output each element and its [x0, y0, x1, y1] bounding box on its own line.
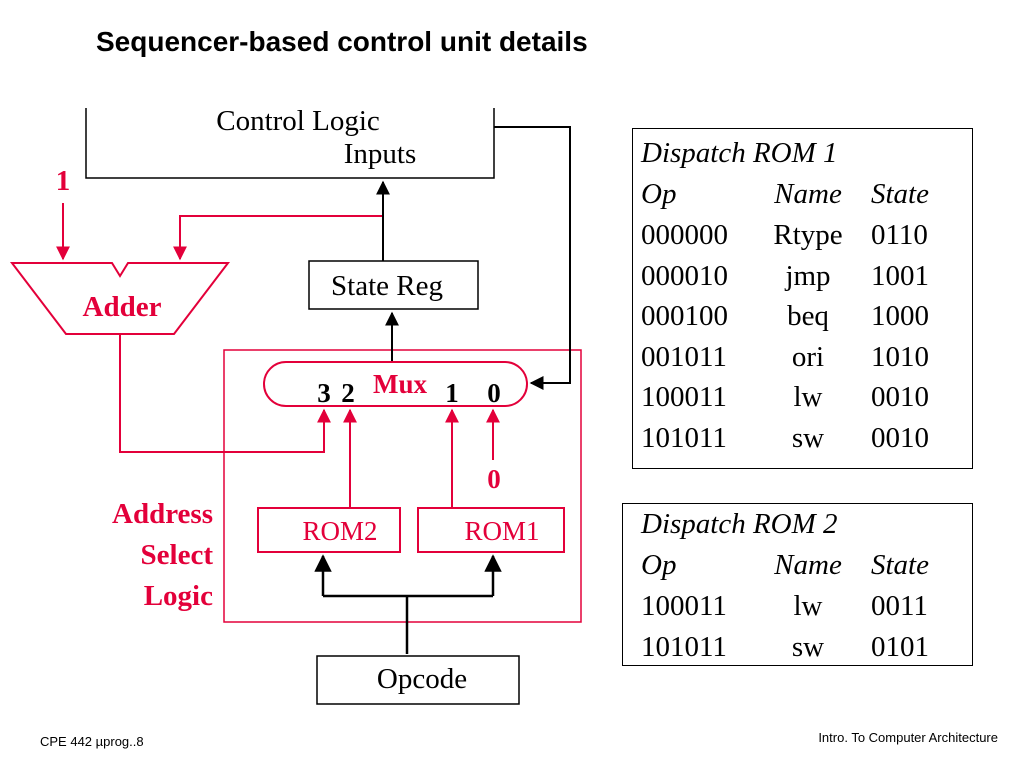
state-cell: 0011: [871, 590, 928, 622]
state-reg-box: [308, 260, 479, 310]
name-cell: sw: [791, 630, 825, 663]
state-feedback-arrow: [173, 215, 383, 261]
header-op: Op: [641, 178, 677, 210]
header-state: State: [871, 178, 929, 210]
header-op: Op: [641, 549, 677, 581]
rom2-label: ROM2: [302, 516, 377, 546]
rom1-label: ROM1: [464, 516, 539, 546]
rom1-box: [417, 507, 565, 553]
table-row: 101011 sw 0010: [641, 422, 971, 462]
address-select-logic-box: [223, 349, 582, 623]
state-cell: 1010: [871, 340, 929, 373]
state-reg-label: State Reg: [331, 270, 443, 302]
header-name: Name: [774, 178, 842, 210]
name-cell: beq: [787, 300, 829, 332]
mux-input-3-label: 3: [317, 378, 331, 408]
mux-shape: [263, 361, 528, 407]
state-cell: 0010: [871, 381, 929, 413]
dispatch-rom-2-title: Dispatch ROM 2: [641, 508, 838, 540]
op-cell: 100011: [641, 381, 727, 413]
dispatch-rom-1-header: Op Name State: [641, 178, 971, 218]
mux-input-1-label: 1: [445, 378, 459, 408]
table-row: 100011 lw 0011: [641, 590, 971, 630]
state-cell: 1001: [871, 259, 929, 292]
table-row: 000010 jmp 1001: [641, 260, 971, 300]
name-cell: lw: [793, 381, 823, 413]
name-cell: Rtype: [773, 219, 843, 251]
header-state: State: [871, 549, 929, 581]
table-row: 100011 lw 0010: [641, 381, 971, 421]
adder-label: Adder: [83, 291, 162, 323]
op-cell: 100011: [641, 590, 727, 622]
select-label: Select: [141, 539, 214, 571]
op-cell: 000100: [641, 300, 728, 332]
control-logic-box: [85, 108, 495, 179]
rom2-box: [257, 507, 401, 553]
table-row: 000000 Rtype 0110: [641, 219, 971, 259]
op-cell: 000010: [641, 259, 728, 292]
name-cell: jmp: [785, 259, 831, 292]
op-cell: 000000: [641, 219, 728, 251]
op-cell: 001011: [641, 340, 727, 373]
table-row: 000100 beq 1000: [641, 300, 971, 340]
dispatch-rom-2-table: Dispatch ROM 2 Op Name State 100011 lw 001…: [622, 503, 973, 666]
mux-label: Mux: [373, 369, 428, 399]
opcode-box: [316, 655, 520, 705]
dispatch-rom-1-title: Dispatch ROM 1: [641, 137, 838, 169]
dispatch-rom-2-header: Op Name State: [641, 549, 971, 589]
name-cell: sw: [791, 421, 825, 454]
state-cell: 0110: [871, 219, 928, 251]
logic-label: Logic: [144, 580, 213, 612]
state-cell: 0010: [871, 421, 929, 454]
adder-shape: [9, 262, 231, 335]
constant-one-label: 1: [56, 165, 71, 197]
dispatch-rom-1-table: Dispatch ROM 1 Op Name State 000000 Rtype…: [632, 128, 973, 469]
control-to-mux-arrow: [494, 126, 571, 390]
name-cell: lw: [793, 590, 823, 622]
control-logic-label: Control Logic: [216, 105, 380, 137]
address-label: Address: [112, 498, 213, 530]
adder-to-mux-arrow: [119, 334, 331, 453]
state-cell: 0101: [871, 630, 929, 663]
state-cell: 1000: [871, 300, 929, 332]
table-row: 001011 ori 1010: [641, 341, 971, 381]
op-cell: 101011: [641, 630, 727, 663]
name-cell: ori: [791, 340, 825, 373]
inputs-label: Inputs: [344, 138, 417, 170]
mux-input-0-label: 0: [487, 378, 501, 408]
header-name: Name: [774, 549, 842, 581]
slide-title: Sequencer-based control unit details: [96, 26, 588, 57]
op-cell: 101011: [641, 421, 727, 454]
opcode-label: Opcode: [377, 663, 467, 695]
footer-course-title: Intro. To Computer Architecture: [818, 730, 998, 745]
zero-label: 0: [487, 464, 501, 494]
footer-course: CPE 442 µprog..8: [40, 734, 144, 749]
mux-input-2-label: 2: [341, 378, 355, 408]
table-row: 101011 sw 0101: [641, 631, 971, 671]
